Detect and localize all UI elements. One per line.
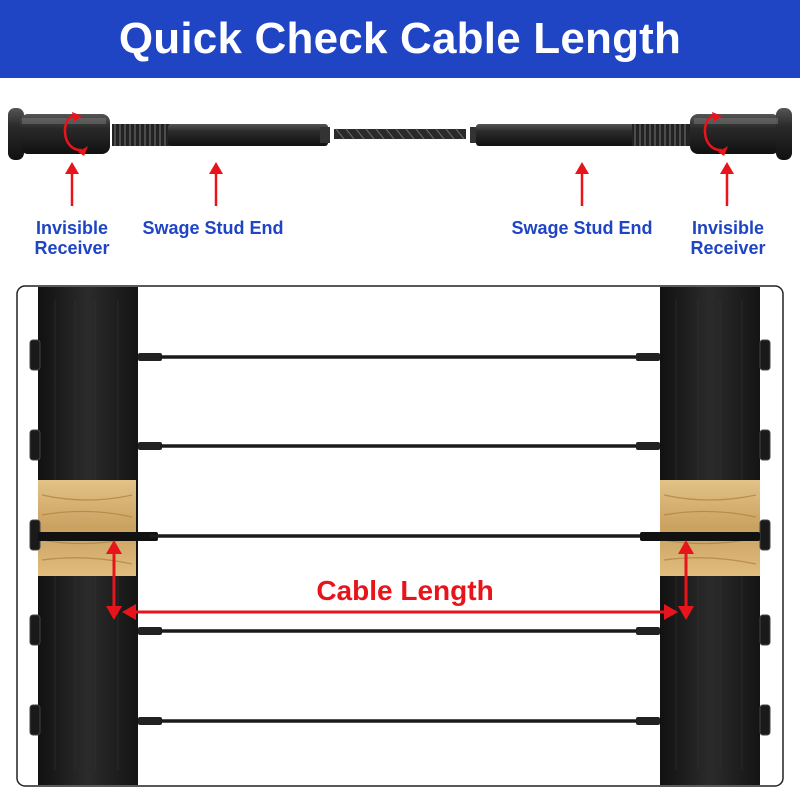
up-arrow-icon-right-stud xyxy=(575,162,589,206)
right-swage-stud xyxy=(470,124,690,146)
left-swage-stud xyxy=(112,124,330,146)
label-right-receiver-line1: Invisible xyxy=(691,218,765,238)
left-wood-block xyxy=(38,480,136,576)
label-left-receiver: Invisible Receiver xyxy=(20,218,124,258)
left-invisible-receiver xyxy=(8,108,110,160)
up-arrow-icon-left-stud xyxy=(209,162,223,206)
label-right-receiver-line2: Receiver xyxy=(690,238,766,258)
right-stud-thread xyxy=(632,124,690,146)
up-arrow-icon-right-receiver xyxy=(720,162,734,206)
label-right-receiver: Invisible Receiver xyxy=(676,218,780,258)
cable-5 xyxy=(138,717,660,725)
right-wood-block xyxy=(660,480,760,576)
page-title: Quick Check Cable Length xyxy=(118,14,682,63)
right-receiver-rotate-arrow-icon xyxy=(703,112,728,156)
left-receiver-caps xyxy=(29,339,41,736)
up-arrow-icon-left-receiver xyxy=(65,162,79,206)
cable-4 xyxy=(138,627,660,635)
cables xyxy=(38,353,760,725)
left-vertical-double-arrow-icon xyxy=(106,540,122,620)
label-left-stud: Swage Stud End xyxy=(142,218,284,238)
left-receiver-rotate-arrow-icon xyxy=(63,112,88,156)
cable-2 xyxy=(138,442,660,450)
right-vertical-double-arrow-icon xyxy=(678,540,694,620)
label-left-receiver-line1: Invisible xyxy=(35,218,109,238)
cable-length-double-arrow-icon xyxy=(122,604,678,620)
left-stud-thread xyxy=(112,124,170,146)
title-banner: Quick Check Cable Length xyxy=(0,0,800,78)
cable-1 xyxy=(138,353,660,361)
label-right-stud: Swage Stud End xyxy=(511,218,653,238)
cable-3-through-post xyxy=(38,532,760,541)
right-invisible-receiver xyxy=(690,108,792,160)
cable-length-label: Cable Length xyxy=(316,575,494,606)
cable-segment xyxy=(334,128,466,140)
label-left-receiver-line2: Receiver xyxy=(34,238,110,258)
